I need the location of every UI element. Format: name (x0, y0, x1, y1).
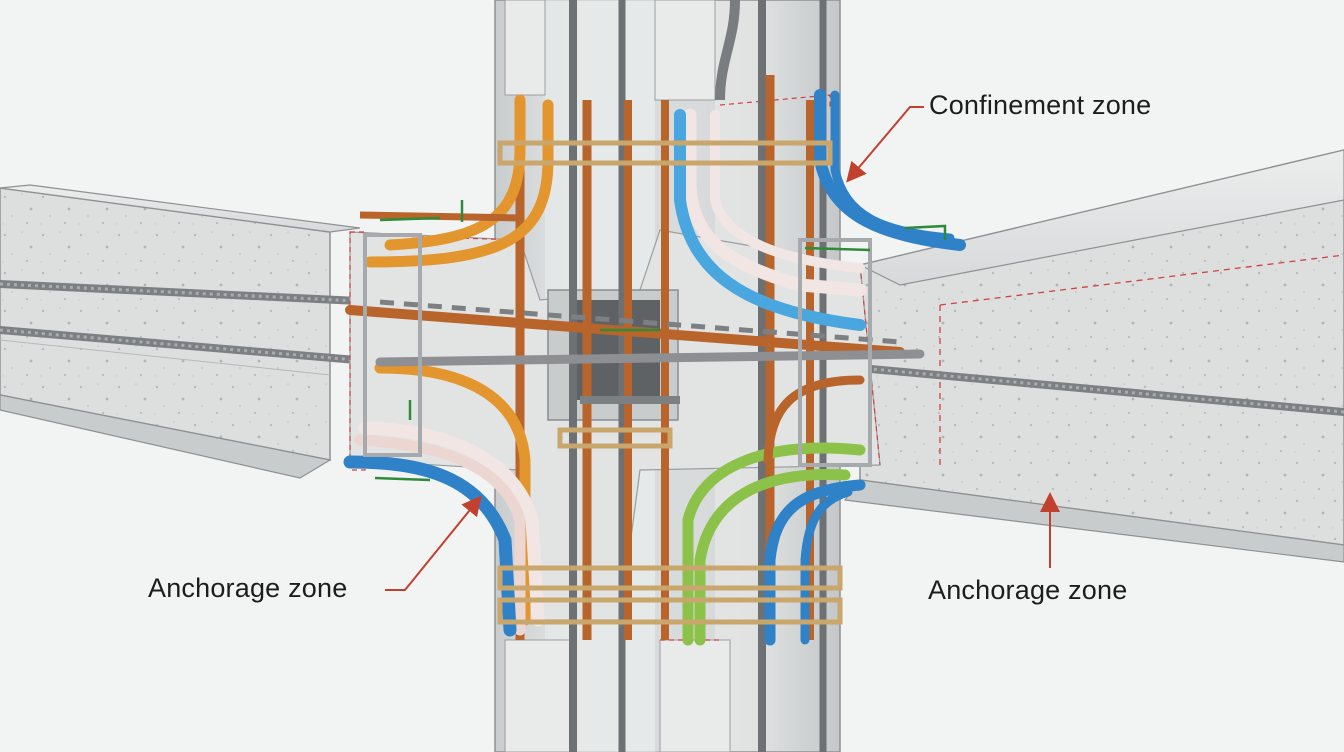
green-ties (374, 200, 947, 482)
right-beam-bar (856, 364, 1344, 416)
annotation-arrows (385, 106, 1060, 591)
left-beam (0, 184, 384, 479)
right-beam (843, 149, 1344, 563)
callout-arrow (385, 495, 482, 591)
column-longitudinal-bars (515, 0, 827, 752)
confinement-zone-label: Confinement zone (929, 90, 1152, 120)
callout-arrow (846, 106, 924, 183)
tendon-ducts (343, 89, 966, 646)
anchorage-zone-right-label: Anchorage zone (928, 575, 1128, 605)
anchorage-zone-left-label: Anchorage zone (148, 573, 348, 603)
stirrups (363, 140, 872, 625)
